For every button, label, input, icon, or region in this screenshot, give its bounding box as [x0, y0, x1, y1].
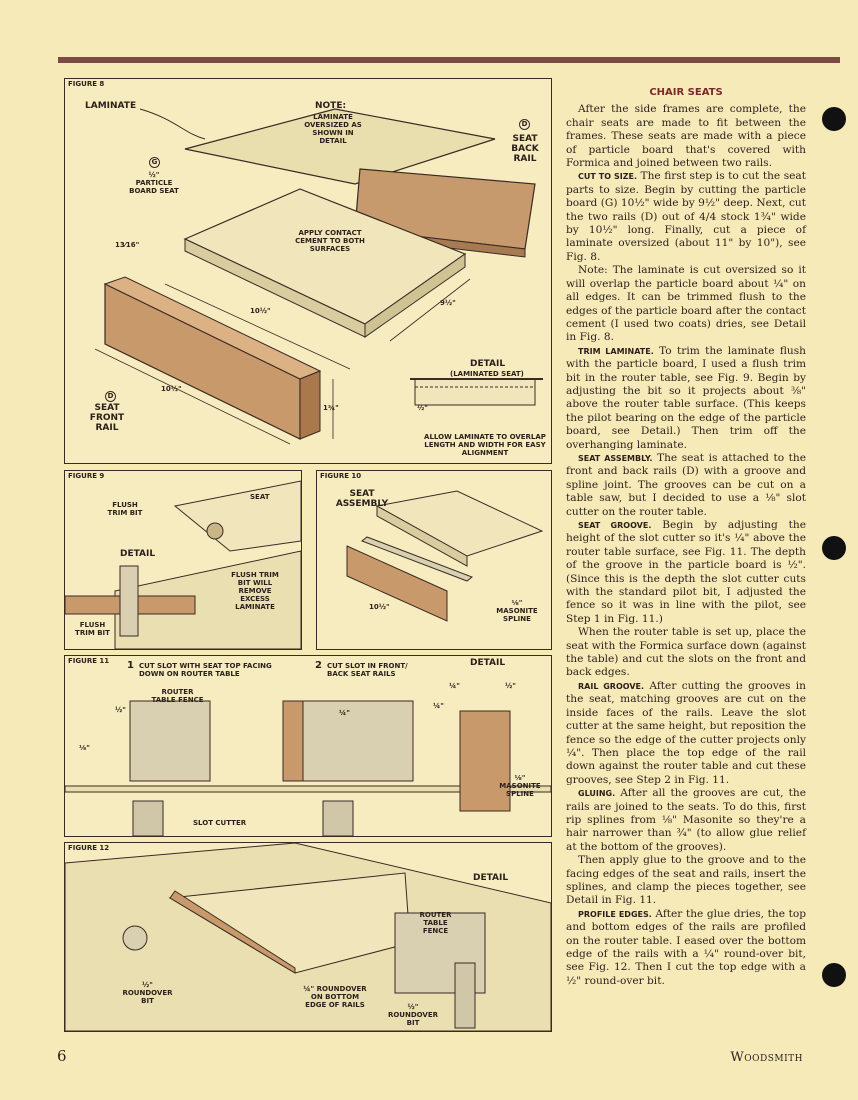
- d-marker-back: D: [519, 119, 530, 130]
- article-paragraph: After the side frames are complete, the …: [566, 103, 806, 170]
- figure-9-drawing: [65, 480, 301, 649]
- step1-text: CUT SLOT WITH SEAT TOP FACING DOWN ON RO…: [139, 662, 272, 678]
- figure-12: FIGURE 12 DETAIL ROUTER TABLE FENCE ½" R…: [64, 842, 552, 1032]
- fig11-dim-half: ½": [115, 706, 126, 714]
- dim-10-half-rail: 10½": [161, 385, 182, 393]
- article-paragraphs: After the side frames are complete, the …: [566, 103, 806, 988]
- paragraph-text: After cutting the grooves in the seat, m…: [566, 679, 806, 786]
- run-in-heading: GLUING.: [578, 789, 616, 799]
- paragraph-text: Note: The laminate is cut oversized so i…: [566, 264, 806, 344]
- detail-dim-quarter-b: ¼": [433, 702, 444, 710]
- article-paragraph: RAIL GROOVE. After cutting the grooves i…: [566, 680, 806, 787]
- figure-10-title: FIGURE 10: [320, 472, 362, 480]
- binder-hole-middle: [822, 536, 846, 560]
- dim-13-16: 13⁄16": [115, 241, 140, 249]
- dim-10-half-seat: 10½": [250, 307, 271, 315]
- detail-subtitle-fig8: (LAMINATED SEAT): [450, 370, 524, 378]
- g-marker: G: [149, 157, 160, 168]
- article-paragraph: CUT TO SIZE. The first step is to cut th…: [566, 170, 806, 264]
- step2-number: 2: [315, 660, 322, 671]
- article-paragraph: PROFILE EDGES. After the glue dries, the…: [566, 908, 806, 988]
- article-paragraph: When the router table is set up, place t…: [566, 626, 806, 680]
- step2-text: CUT SLOT IN FRONT/ BACK SEAT RAILS: [327, 662, 408, 678]
- step1-number: 1: [127, 660, 134, 671]
- article-heading: CHAIR SEATS: [649, 87, 723, 98]
- article-paragraph: Then apply glue to the groove and to the…: [566, 854, 806, 908]
- article-paragraph: Note: The laminate is cut oversized so i…: [566, 264, 806, 344]
- paragraph-text: After all the grooves are cut, the rails…: [566, 787, 806, 853]
- masonite-spline-label: ⅛" MASONITE SPLINE: [496, 599, 538, 623]
- paragraph-text: After the side frames are complete, the …: [566, 103, 806, 170]
- fig11-dim-quarter: ¼": [339, 709, 350, 717]
- masonite-spline-label-fig11: ⅛" MASONITE SPLINE: [499, 774, 541, 798]
- flush-trim-bit-label-2: FLUSH TRIM BIT: [75, 621, 110, 637]
- article-paragraph: SEAT GROOVE. Begin by adjusting the heig…: [566, 519, 806, 626]
- figure-11-drawing: [65, 700, 551, 836]
- paragraph-text: Then apply glue to the groove and to the…: [566, 854, 806, 907]
- laminate-label: LAMINATE: [85, 101, 137, 111]
- overlap-note: ALLOW LAMINATE TO OVERLAP LENGTH AND WID…: [424, 433, 546, 457]
- detail-dim-fig8: ½": [417, 404, 428, 412]
- roundover-bit-label: ½" ROUNDOVER BIT: [387, 1003, 439, 1027]
- flush-trim-bit-label: FLUSH TRIM BIT: [107, 501, 143, 517]
- brand-footer: Woodsmith: [730, 1050, 803, 1065]
- seat-back-rail-label: SEAT BACK RAIL: [511, 134, 539, 164]
- binder-hole-bottom: [822, 963, 846, 987]
- note-body: LAMINATE OVERSIZED AS SHOWN IN DETAIL: [304, 113, 362, 145]
- paragraph-text: After the glue dries, the top and bottom…: [566, 907, 806, 987]
- detail-title-fig8: DETAIL: [470, 359, 506, 369]
- figure-11-title: FIGURE 11: [68, 657, 110, 665]
- d-marker-front: D: [105, 391, 116, 402]
- article-paragraph: GLUING. After all the grooves are cut, t…: [566, 787, 806, 854]
- figure-8-drawing: [94, 108, 543, 445]
- article-paragraph: TRIM LAMINATE. To trim the laminate flus…: [566, 345, 806, 452]
- figure-8: FIGURE 8 LAMINATE NOTE: LAMINATE OVERSIZ…: [64, 78, 552, 464]
- figure-12-title: FIGURE 12: [68, 844, 110, 852]
- run-in-heading: SEAT GROOVE.: [578, 521, 652, 530]
- remove-laminate-note: FLUSH TRIM BIT WILL REMOVE EXCESS LAMINA…: [231, 571, 279, 611]
- binder-hole-top: [822, 107, 846, 131]
- article-column: CHAIR SEATS After the side frames are co…: [566, 86, 806, 988]
- run-in-heading: RAIL GROOVE.: [578, 681, 645, 691]
- run-in-heading: CUT TO SIZE.: [578, 172, 637, 182]
- detail-dim-quarter-a: ¼": [449, 682, 460, 690]
- router-table-fence-label-fig12: ROUTER TABLE FENCE: [419, 911, 452, 935]
- dim-1-3-4: 1¾": [323, 404, 339, 412]
- header-rule: [58, 57, 840, 63]
- paragraph-text: The seat is attached to the front and ba…: [566, 451, 806, 518]
- particle-board-label: ½" PARTICLE BOARD SEAT: [129, 171, 179, 195]
- run-in-heading: TRIM LAMINATE.: [578, 346, 654, 356]
- fig11-dim-eighth: ⅛": [79, 744, 90, 752]
- run-in-heading: PROFILE EDGES.: [578, 909, 652, 919]
- figure-11: FIGURE 11 1 CUT SLOT WITH SEAT TOP FACIN…: [64, 655, 552, 837]
- dim-10-half-fig10: 10½": [369, 603, 390, 611]
- router-table-fence-label: ROUTER TABLE FENCE: [151, 688, 204, 704]
- figure-9-title: FIGURE 9: [68, 472, 105, 480]
- note-title: NOTE:: [315, 101, 347, 111]
- detail-dim-half: ½": [505, 682, 516, 690]
- dim-9-half: 9½": [440, 299, 456, 307]
- figure-9: FIGURE 9 FLUSH TRIM BIT SEAT DETAIL FLUS…: [64, 470, 302, 650]
- seat-front-rail-label: SEAT FRONT RAIL: [89, 403, 125, 433]
- figure-10-drawing: [346, 490, 544, 622]
- figure-12-drawing: [65, 843, 551, 1031]
- quarter-roundover-label: ¼" ROUNDOVER ON BOTTOM EDGE OF RAILS: [303, 985, 367, 1009]
- detail-title-fig11: DETAIL: [470, 658, 506, 668]
- article-paragraph: SEAT ASSEMBLY. The seat is attached to t…: [566, 452, 806, 519]
- paragraph-text: To trim the laminate flush with the part…: [566, 344, 807, 451]
- figure-10: FIGURE 10 SEAT ASSEMBLY 10½" ⅛" MASONITE…: [316, 470, 552, 650]
- run-in-heading: SEAT ASSEMBLY.: [578, 453, 653, 463]
- seat-label-fig9: SEAT: [250, 493, 270, 501]
- half-roundover-bit-label: ½" ROUNDOVER BIT: [122, 981, 173, 1005]
- figure-8-title: FIGURE 8: [68, 80, 105, 88]
- slot-cutter-label: SLOT CUTTER: [193, 819, 247, 827]
- paragraph-text: The first step is to cut the seat parts …: [566, 170, 806, 263]
- paragraph-text: When the router table is set up, place t…: [566, 626, 806, 679]
- apply-cement-label: APPLY CONTACT CEMENT TO BOTH SURFACES: [295, 229, 365, 253]
- detail-title-fig12: DETAIL: [473, 873, 509, 883]
- paragraph-text: Begin by adjusting the height of the slo…: [566, 519, 806, 625]
- detail-title-fig9: DETAIL: [120, 549, 156, 559]
- seat-assembly-label: SEAT ASSEMBLY: [335, 489, 389, 509]
- page-number: 6: [57, 1047, 67, 1065]
